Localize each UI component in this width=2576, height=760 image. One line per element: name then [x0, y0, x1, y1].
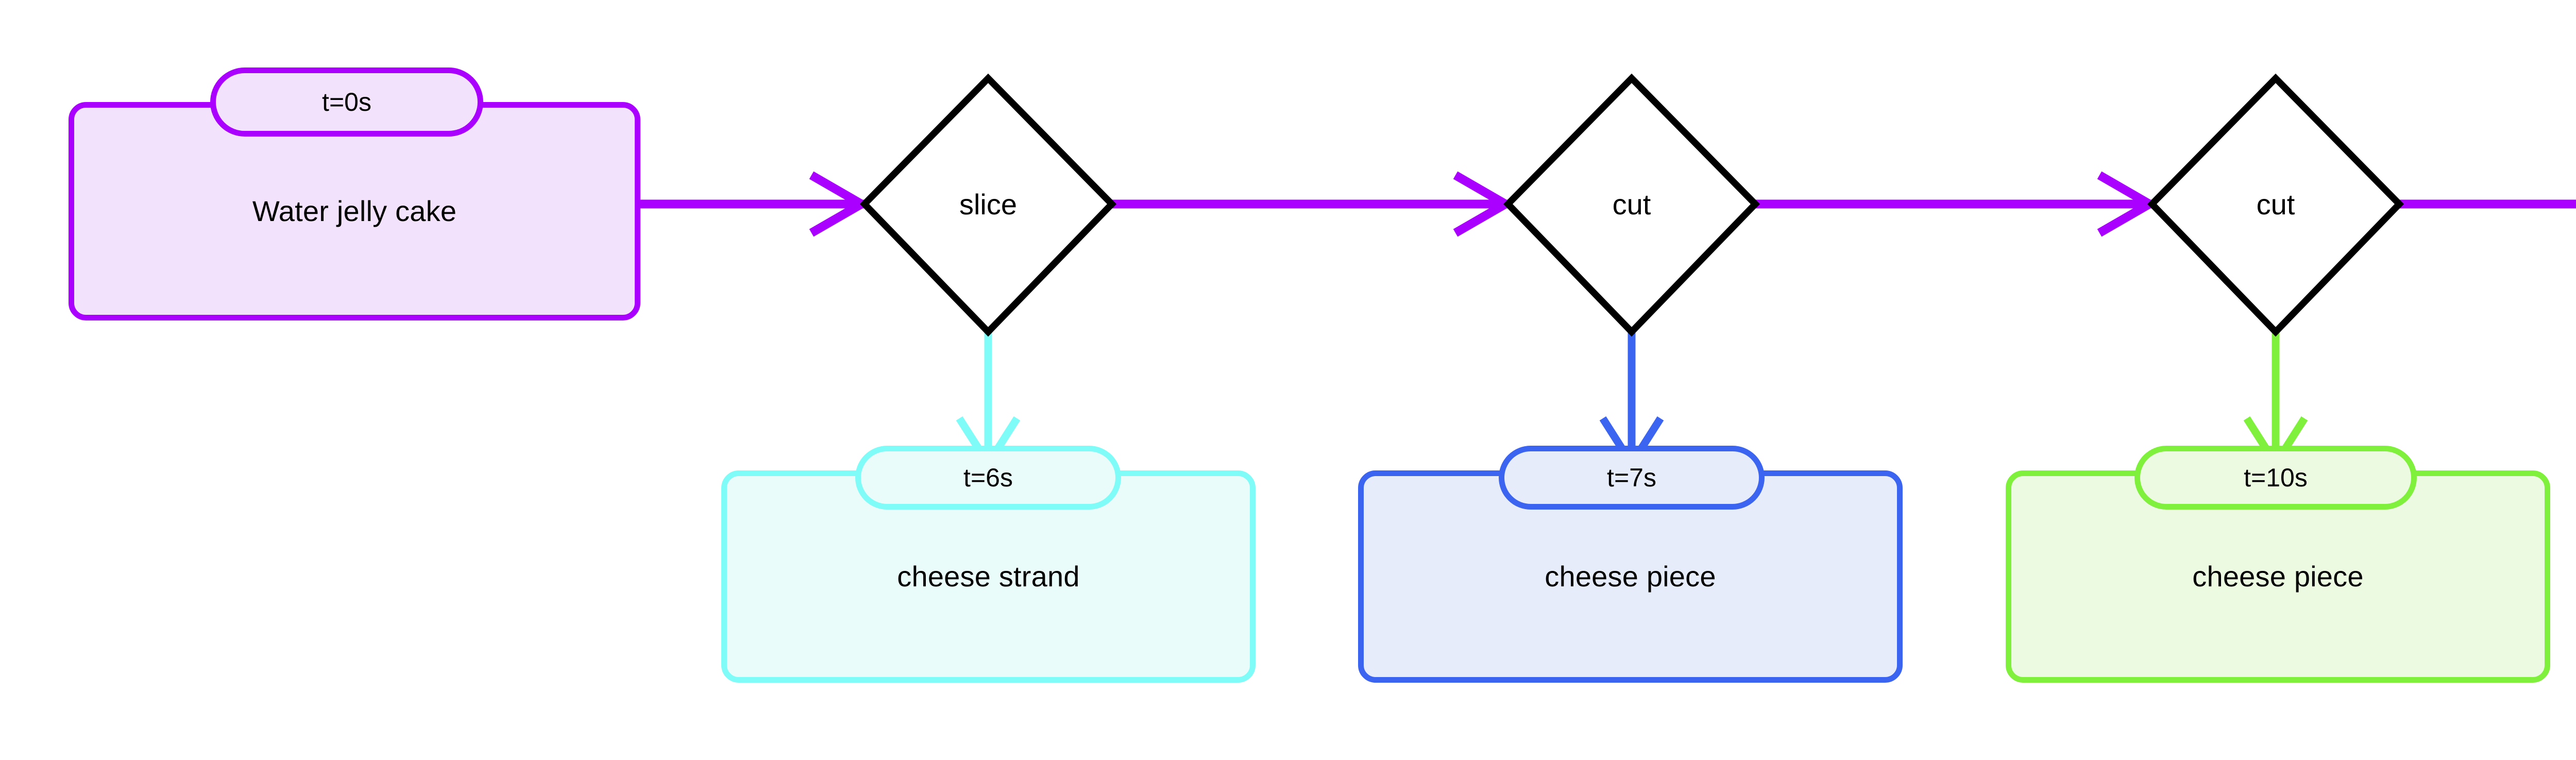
- edge-cut2-to-separate: [2399, 199, 2576, 209]
- node-label-water-jelly-cake: Water jelly cake: [252, 195, 457, 227]
- process-label-cut-2: cut: [2256, 188, 2295, 221]
- time-badge-t0: t=0s: [210, 67, 483, 137]
- node-cheese-piece-2[interactable]: cheese piece: [2006, 470, 2550, 683]
- node-cheese-piece-1[interactable]: cheese piece: [1358, 470, 1903, 683]
- process-label-slice: slice: [959, 188, 1018, 221]
- process-shape-cut-2[interactable]: [2147, 73, 2404, 337]
- time-badge-t6: t=6s: [855, 446, 1121, 510]
- edge-slice-to-cut1: [1112, 171, 1515, 237]
- process-label-cut-1: cut: [1612, 188, 1651, 221]
- node-label-cheese-piece-1: cheese piece: [1545, 560, 1716, 593]
- process-shape-cut-1[interactable]: [1503, 73, 1760, 337]
- time-badge-label-t10: t=10s: [2244, 463, 2308, 492]
- edge-start-to-slice: [640, 171, 871, 237]
- node-label-cheese-strand: cheese strand: [897, 560, 1080, 593]
- time-badge-t10: t=10s: [2134, 446, 2417, 510]
- time-badge-label-t6: t=6s: [963, 463, 1013, 492]
- process-shape-slice[interactable]: [859, 73, 1117, 337]
- time-badge-label-t0: t=0s: [322, 88, 371, 116]
- node-label-cheese-piece-2: cheese piece: [2192, 560, 2364, 593]
- time-badge-t7: t=7s: [1499, 446, 1765, 510]
- edge-cut1-to-cut2: [1755, 171, 2159, 237]
- time-badge-label-t7: t=7s: [1607, 463, 1656, 492]
